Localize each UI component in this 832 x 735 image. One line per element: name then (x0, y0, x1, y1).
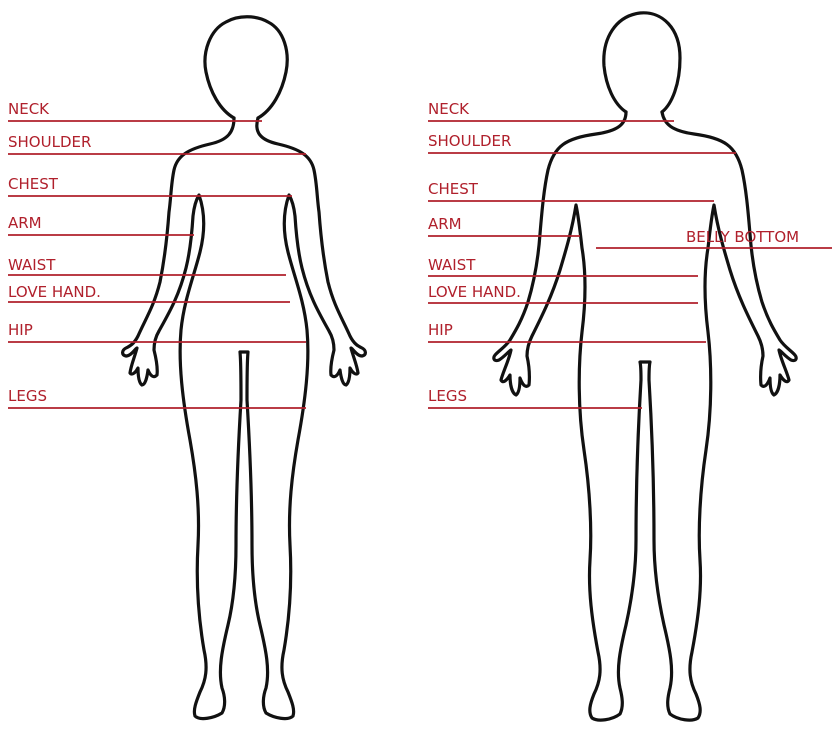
female-neck-label: NECK (8, 100, 50, 118)
male-love-handles-label: LOVE HAND. (428, 283, 521, 301)
male-waist-label: WAIST (428, 256, 476, 274)
male-measurement-lines (428, 121, 832, 408)
male-figure (494, 13, 796, 720)
female-arm-label: ARM (8, 214, 42, 232)
male-measurement-labels: NECK SHOULDER CHEST ARM BELLY BOTTOM WAI… (428, 100, 799, 405)
male-arm-label: ARM (428, 215, 462, 233)
female-shoulder-label: SHOULDER (8, 133, 91, 151)
male-head-outline (604, 13, 680, 112)
female-figure (123, 17, 366, 719)
female-measurement-labels: NECK SHOULDER CHEST ARM WAIST LOVE HAND.… (8, 100, 101, 405)
male-belly-bottom-label: BELLY BOTTOM (686, 228, 799, 246)
female-hip-label: HIP (8, 321, 33, 339)
male-body-outline (494, 112, 796, 720)
female-chest-label: CHEST (8, 175, 59, 193)
male-neck-label: NECK (428, 100, 470, 118)
male-hip-label: HIP (428, 321, 453, 339)
male-chest-label: CHEST (428, 180, 479, 198)
male-legs-label: LEGS (428, 387, 467, 405)
female-body-outline (123, 118, 366, 719)
female-waist-label: WAIST (8, 256, 56, 274)
female-legs-label: LEGS (8, 387, 47, 405)
female-love-handles-label: LOVE HAND. (8, 283, 101, 301)
female-head-outline (205, 17, 287, 118)
male-shoulder-label: SHOULDER (428, 132, 511, 150)
